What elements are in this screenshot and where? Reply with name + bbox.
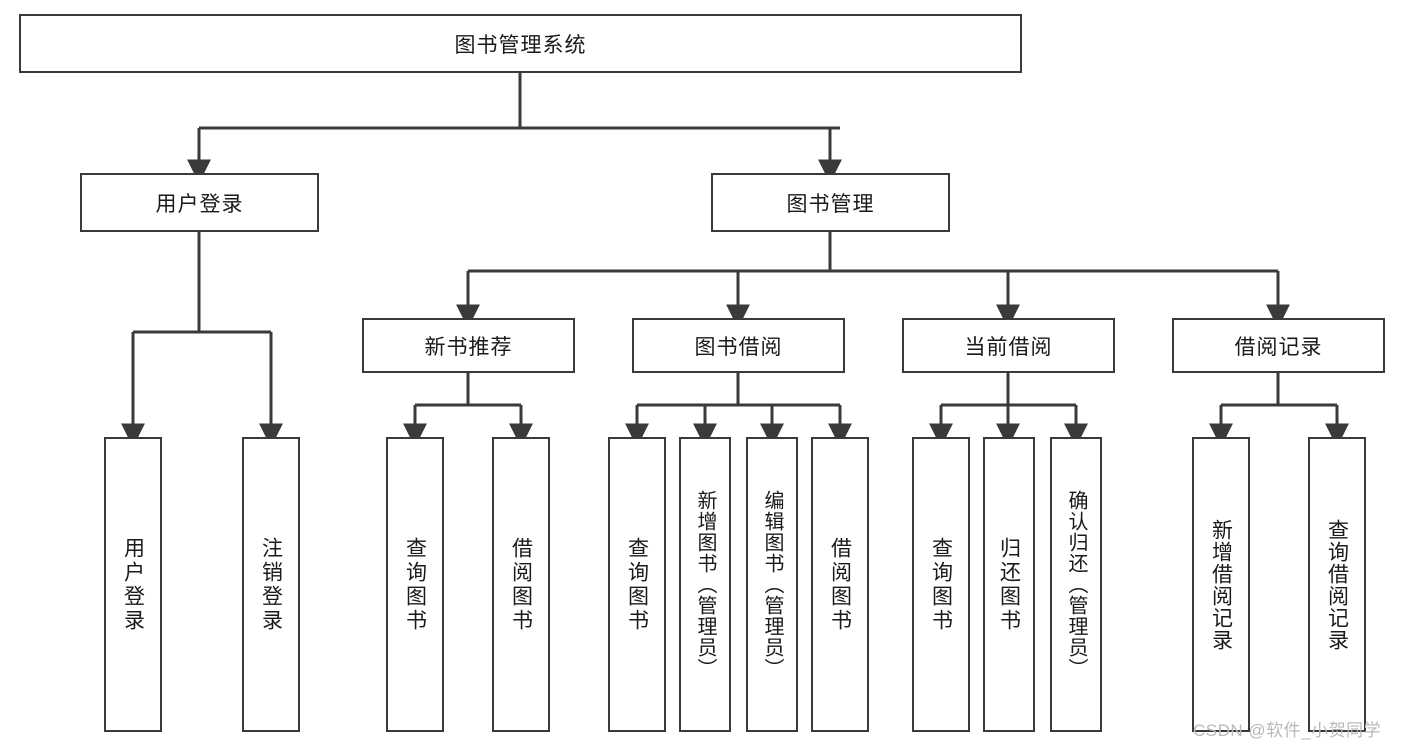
node-leaf-add-borrow-record[interactable]: 新增借阅记录 xyxy=(1192,437,1250,732)
node-label: 编辑图书（管理员） xyxy=(761,490,783,679)
node-label: 查询图书 xyxy=(403,536,427,633)
node-label: 借阅记录 xyxy=(1234,335,1323,359)
node-label: 查询借阅记录 xyxy=(1325,518,1349,651)
node-label: 当前借阅 xyxy=(964,335,1053,359)
node-label: 图书管理 xyxy=(786,192,875,216)
node-label: 图书管理系统 xyxy=(454,33,587,57)
node-book-borrow[interactable]: 图书借阅 xyxy=(632,318,845,373)
node-label: 新书推荐 xyxy=(424,335,513,359)
node-leaf-edit-book-admin[interactable]: 编辑图书（管理员） xyxy=(746,437,798,732)
node-label: 用户登录 xyxy=(121,536,145,633)
node-leaf-user-login[interactable]: 用户登录 xyxy=(104,437,162,732)
node-leaf-borrow-book-recommend[interactable]: 借阅图书 xyxy=(492,437,550,732)
node-leaf-query-book-borrow[interactable]: 查询图书 xyxy=(608,437,666,732)
node-label: 用户登录 xyxy=(155,192,244,216)
node-label: 图书借阅 xyxy=(694,335,783,359)
node-leaf-return-book[interactable]: 归还图书 xyxy=(983,437,1035,732)
node-label: 确认归还（管理员） xyxy=(1065,490,1087,679)
node-label: 归还图书 xyxy=(997,536,1021,633)
node-label: 查询图书 xyxy=(625,536,649,633)
node-leaf-query-borrow-record[interactable]: 查询借阅记录 xyxy=(1308,437,1366,732)
node-user-login[interactable]: 用户登录 xyxy=(80,173,319,232)
node-leaf-query-book-recommend[interactable]: 查询图书 xyxy=(386,437,444,732)
node-leaf-confirm-return-admin[interactable]: 确认归还（管理员） xyxy=(1050,437,1102,732)
node-label: 新增图书（管理员） xyxy=(694,490,716,679)
node-current-borrow[interactable]: 当前借阅 xyxy=(902,318,1115,373)
node-leaf-logout[interactable]: 注销登录 xyxy=(242,437,300,732)
csdn-watermark: CSDN @软件_小贺同学 xyxy=(1193,721,1382,740)
node-leaf-query-book-current[interactable]: 查询图书 xyxy=(912,437,970,732)
node-label: 借阅图书 xyxy=(509,536,533,633)
node-label: 查询图书 xyxy=(929,536,953,633)
node-label: 注销登录 xyxy=(259,536,283,633)
node-label: 新增借阅记录 xyxy=(1209,518,1233,651)
node-root-book-management-system[interactable]: 图书管理系统 xyxy=(19,14,1022,73)
node-label: 借阅图书 xyxy=(828,536,852,633)
node-borrow-record[interactable]: 借阅记录 xyxy=(1172,318,1385,373)
node-leaf-borrow-book[interactable]: 借阅图书 xyxy=(811,437,869,732)
node-book-management[interactable]: 图书管理 xyxy=(711,173,950,232)
node-leaf-add-book-admin[interactable]: 新增图书（管理员） xyxy=(679,437,731,732)
node-new-book-recommend[interactable]: 新书推荐 xyxy=(362,318,575,373)
